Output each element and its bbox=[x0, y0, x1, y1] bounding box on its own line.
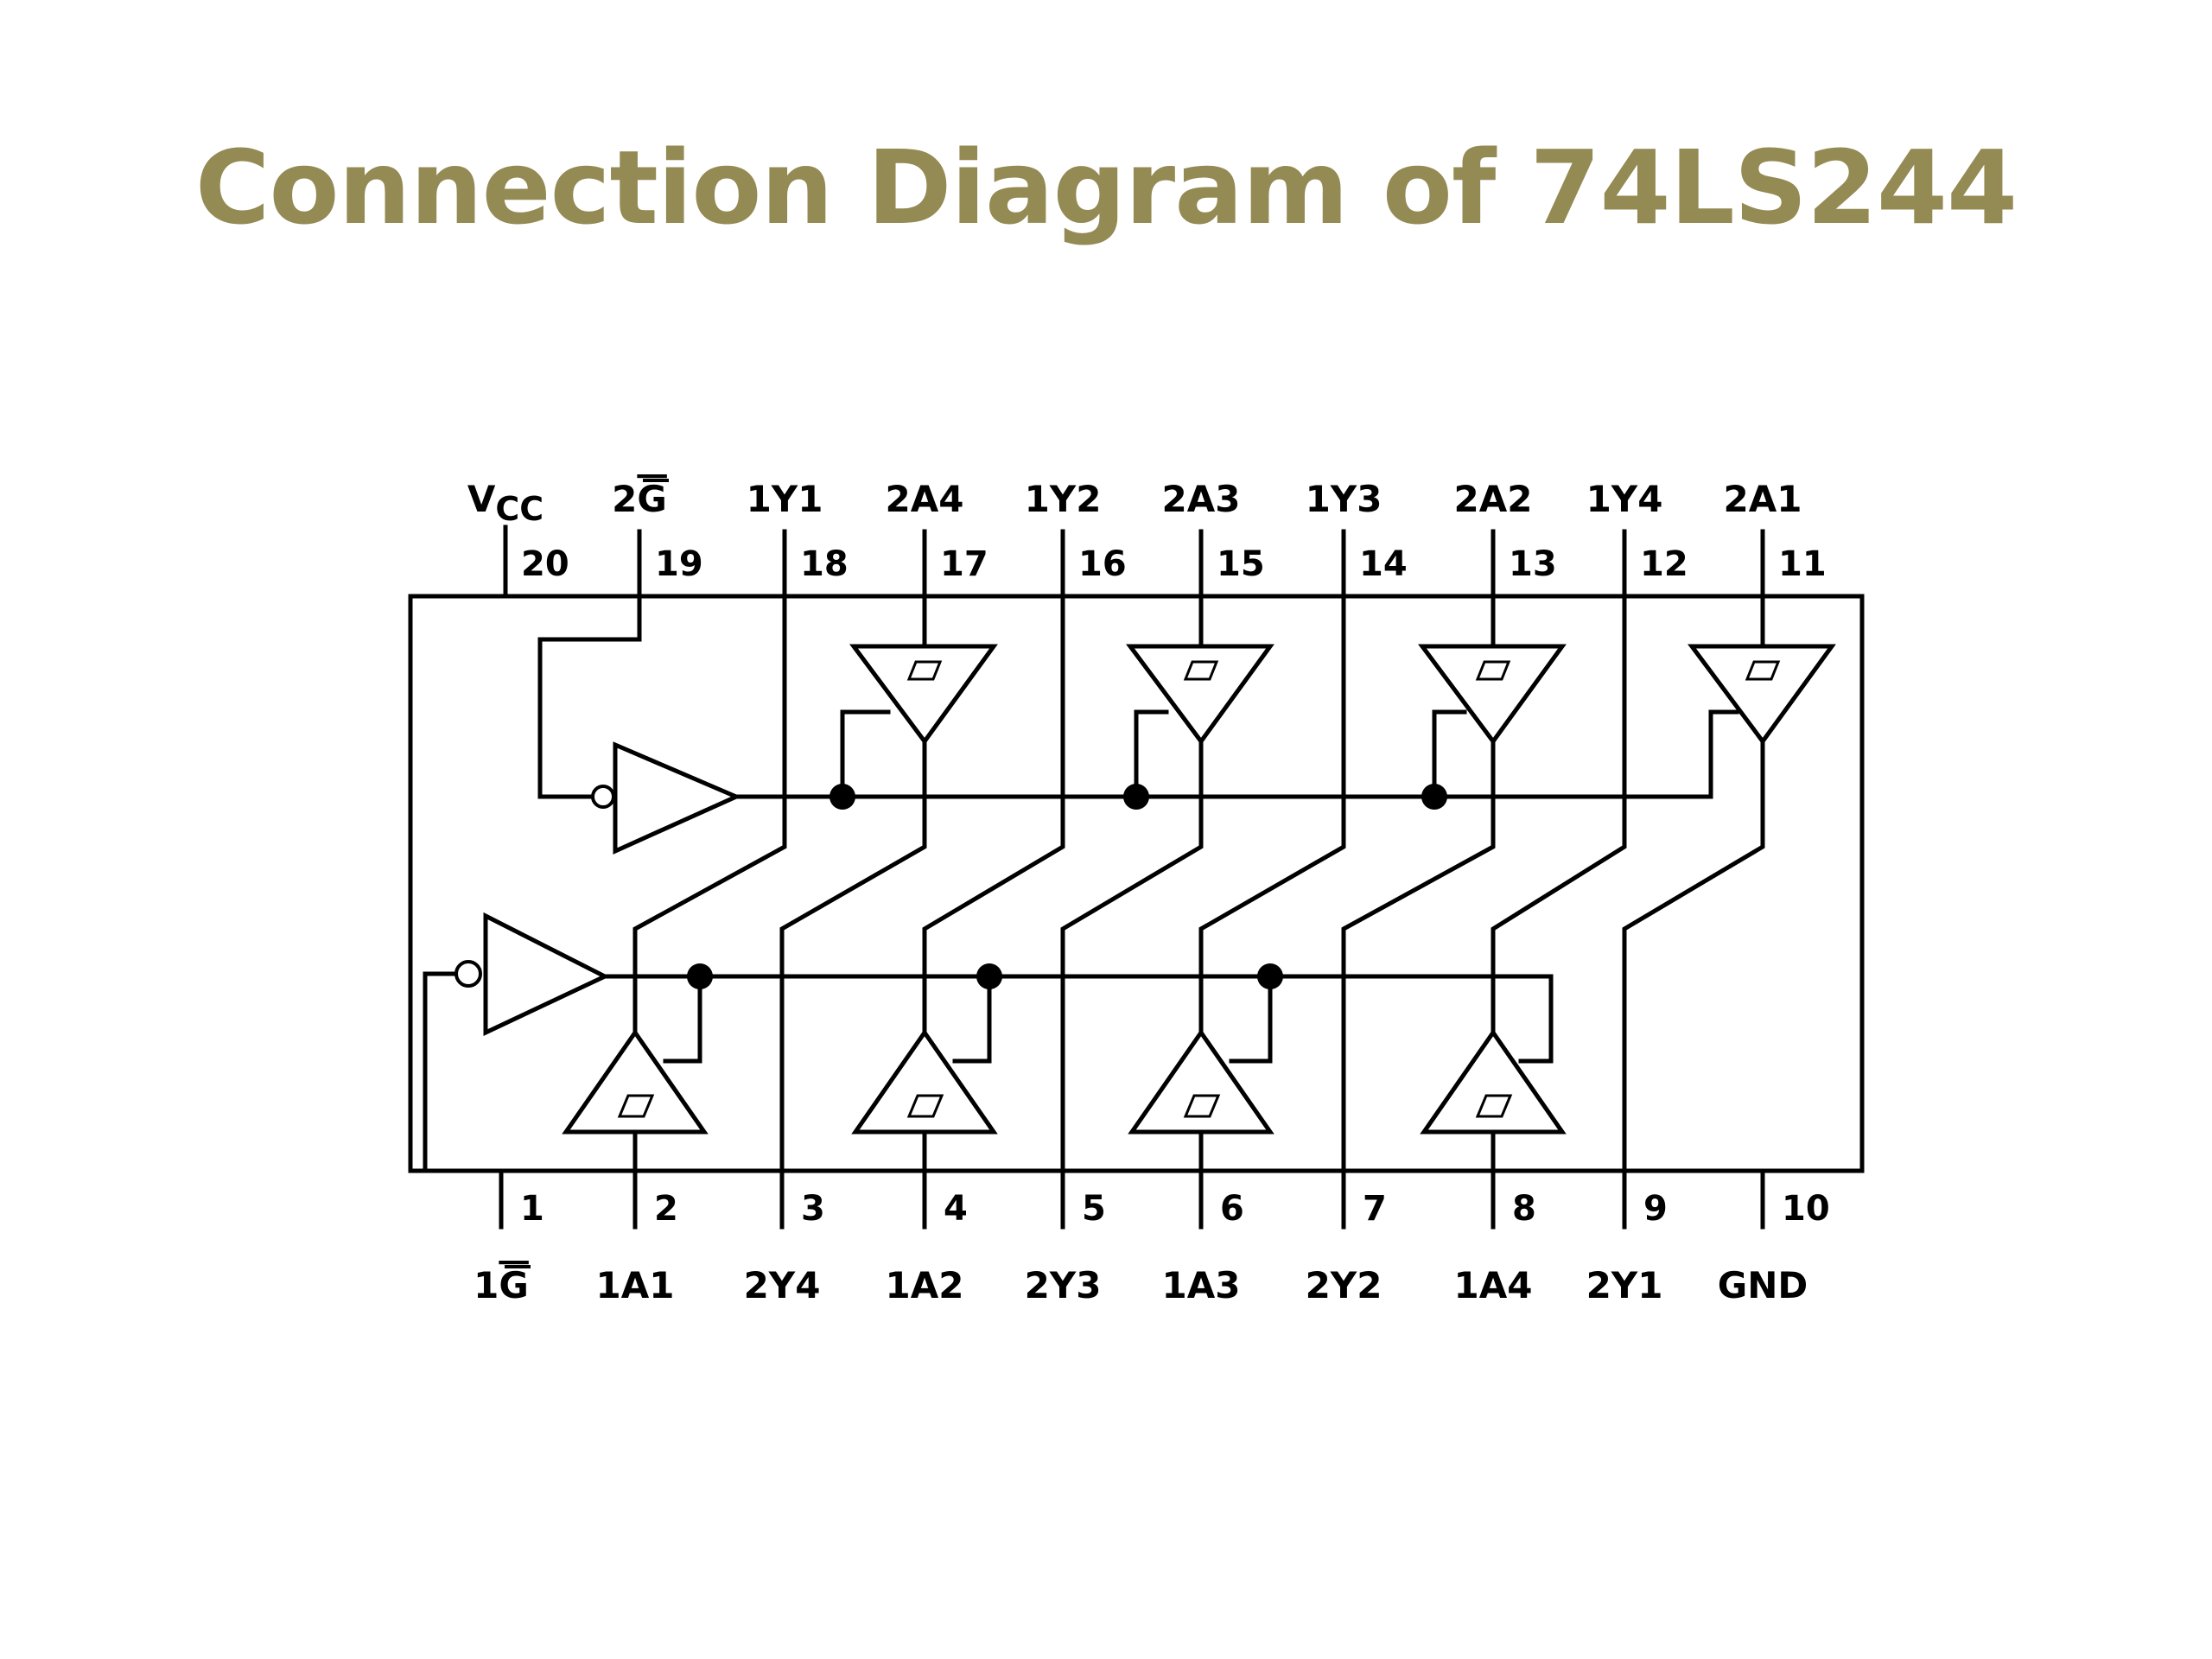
top-pin-number-17: 17 bbox=[940, 544, 988, 584]
top-pin-name-14: 1Y3 bbox=[1306, 478, 1382, 520]
top-pin-name-15: 2A3 bbox=[1162, 478, 1241, 520]
bottom-pin-name-3: 2Y4 bbox=[744, 1264, 821, 1306]
pin-name-main: 2Y2 bbox=[1306, 1264, 1382, 1306]
top-pin-name-18: 1Y1 bbox=[747, 478, 823, 520]
top-pin-number-15: 15 bbox=[1217, 544, 1265, 584]
ic-package-outline bbox=[408, 594, 1865, 1173]
top-pin-number-13: 13 bbox=[1509, 544, 1557, 584]
internal-wiring bbox=[423, 524, 1765, 1230]
pin-name-main: 1A2 bbox=[886, 1264, 964, 1306]
buffer-upper-4 bbox=[1688, 644, 1836, 746]
bottom-pin-number-4: 4 bbox=[944, 1189, 968, 1229]
pin-name-main: 1Y4 bbox=[1586, 478, 1663, 520]
top-pin-name-20: VCC bbox=[467, 478, 543, 528]
pin-name-main: 2Y4 bbox=[744, 1264, 821, 1306]
top-pin-number-18: 18 bbox=[800, 544, 849, 584]
top-pin-name-16: 1Y2 bbox=[1025, 478, 1102, 520]
bottom-pin-number-6: 6 bbox=[1220, 1189, 1244, 1229]
pin-name-main: 2A4 bbox=[886, 478, 964, 520]
buffer-upper-2 bbox=[1126, 644, 1274, 746]
junction-dot bbox=[1421, 784, 1447, 810]
bottom-pin-number-5: 5 bbox=[1082, 1189, 1106, 1229]
bottom-pin-name-2: 1A1 bbox=[596, 1264, 675, 1306]
junction-dot bbox=[687, 963, 713, 989]
junction-dot bbox=[830, 784, 855, 810]
pin-name-main: 2Y1 bbox=[1586, 1264, 1663, 1306]
pin-name-overbar: G bbox=[499, 1264, 528, 1306]
buffer-lower-1 bbox=[562, 1028, 709, 1135]
top-pin-name-19: 2G bbox=[612, 478, 667, 520]
pin-name-overbar: G bbox=[637, 478, 666, 520]
enable-inverter-2g bbox=[591, 741, 742, 855]
junction-dots bbox=[687, 784, 1447, 989]
top-pin-name-12: 1Y4 bbox=[1586, 478, 1663, 520]
pin-name-main: 2 bbox=[612, 478, 637, 520]
top-pin-number-14: 14 bbox=[1359, 544, 1408, 584]
pin-name-main: 1 bbox=[474, 1264, 499, 1306]
buffer-lower-2 bbox=[851, 1028, 998, 1135]
top-pin-number-16: 16 bbox=[1078, 544, 1127, 584]
bottom-pin-number-8: 8 bbox=[1512, 1189, 1536, 1229]
buffer-upper-3 bbox=[1418, 644, 1567, 746]
bottom-pin-name-6: 1A3 bbox=[1162, 1264, 1241, 1306]
top-pin-name-17: 2A4 bbox=[886, 478, 964, 520]
top-pin-number-20: 20 bbox=[521, 544, 569, 584]
pin-name-main: 1Y2 bbox=[1025, 478, 1102, 520]
enable-inverter-1g bbox=[454, 912, 610, 1036]
pin-name-main: 2A2 bbox=[1454, 478, 1533, 520]
bottom-pin-name-8: 1A4 bbox=[1454, 1264, 1533, 1306]
pin-name-main: 1Y3 bbox=[1306, 478, 1382, 520]
pin-name-main: 1A1 bbox=[596, 1264, 675, 1306]
pin-labels: 20VCC192G181Y1172A4161Y2152A3141Y3132A21… bbox=[467, 478, 1830, 1306]
junction-dot bbox=[1123, 784, 1149, 810]
bottom-pin-name-4: 1A2 bbox=[886, 1264, 964, 1306]
top-pin-name-11: 2A1 bbox=[1724, 478, 1802, 520]
bottom-pin-number-1: 1 bbox=[520, 1189, 544, 1229]
page-title: Connection Diagram of 74LS244 bbox=[194, 128, 2018, 247]
bottom-pin-number-3: 3 bbox=[801, 1189, 825, 1229]
pin-name-main: 2A1 bbox=[1724, 478, 1802, 520]
buffer-lower-4 bbox=[1420, 1028, 1567, 1135]
pin-name-main: 1Y1 bbox=[747, 478, 823, 520]
top-pin-name-13: 2A2 bbox=[1454, 478, 1533, 520]
junction-dot bbox=[1257, 963, 1283, 989]
bottom-pin-name-10: GND bbox=[1718, 1264, 1808, 1306]
bottom-pin-name-9: 2Y1 bbox=[1586, 1264, 1663, 1306]
bottom-pin-name-1: 1G bbox=[474, 1264, 529, 1306]
bottom-pin-number-10: 10 bbox=[1782, 1189, 1830, 1229]
buffer-upper-1 bbox=[849, 644, 998, 746]
pin-name-main: 1A3 bbox=[1162, 1264, 1241, 1306]
junction-dot bbox=[976, 963, 1002, 989]
pin-name-main: 1A4 bbox=[1454, 1264, 1533, 1306]
pin-name-main: 2A3 bbox=[1162, 478, 1241, 520]
buffer-lower-3 bbox=[1128, 1028, 1274, 1135]
bottom-pin-number-9: 9 bbox=[1643, 1189, 1668, 1229]
pin-name-main: 2Y3 bbox=[1025, 1264, 1102, 1306]
bottom-pin-number-2: 2 bbox=[654, 1189, 678, 1229]
pin-name-main: V bbox=[467, 478, 496, 520]
pin-name-subscript: CC bbox=[495, 490, 543, 528]
top-pin-number-12: 12 bbox=[1640, 544, 1688, 584]
pin-name-main: GND bbox=[1718, 1264, 1808, 1306]
bottom-pin-name-5: 2Y3 bbox=[1025, 1264, 1102, 1306]
top-pin-number-11: 11 bbox=[1778, 544, 1827, 584]
bottom-pin-number-7: 7 bbox=[1363, 1189, 1387, 1229]
top-pin-number-19: 19 bbox=[655, 544, 703, 584]
bottom-pin-name-7: 2Y2 bbox=[1306, 1264, 1382, 1306]
